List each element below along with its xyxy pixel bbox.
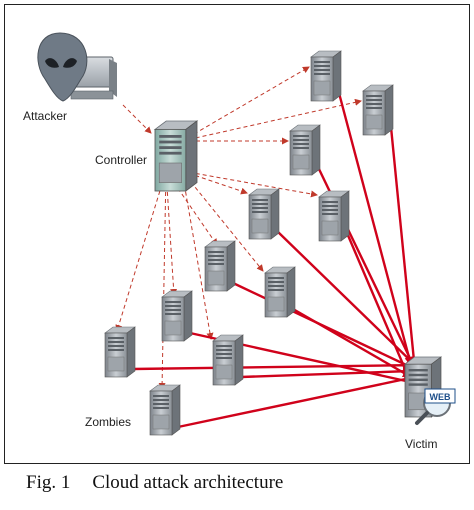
controller-node bbox=[153, 120, 199, 192]
figure-title: Cloud attack architecture bbox=[92, 472, 284, 493]
attack-edge-9 bbox=[132, 360, 420, 371]
command-edge-10 bbox=[181, 170, 214, 340]
zombie-node-1 bbox=[310, 50, 342, 102]
victim-label: Victim bbox=[405, 437, 438, 451]
zombie-node-3 bbox=[289, 124, 321, 176]
zombie-node-2 bbox=[362, 84, 394, 136]
zombie-node-7 bbox=[264, 266, 296, 318]
command-edge-attacker-controller bbox=[122, 104, 152, 134]
attack-diagram: WEB bbox=[37, 32, 456, 436]
command-edge-5 bbox=[181, 170, 248, 195]
zombie-node-9 bbox=[104, 326, 136, 378]
zombie-node-5 bbox=[248, 188, 280, 240]
attack-edge-1 bbox=[337, 92, 414, 366]
command-edge-11 bbox=[158, 170, 167, 390]
command-edge-4 bbox=[181, 170, 318, 198]
command-edge-7 bbox=[181, 170, 264, 272]
attack-edge-4 bbox=[345, 232, 413, 384]
command-edge-2 bbox=[181, 98, 362, 142]
zombie-node-10 bbox=[212, 334, 244, 386]
nodes-layer: WEB bbox=[37, 32, 456, 436]
command-edge-1 bbox=[181, 66, 310, 142]
controller-label: Controller bbox=[95, 153, 148, 167]
web-badge-label: WEB bbox=[430, 392, 451, 402]
figure-frame: WEB Attacker Controller Zombies Victim bbox=[4, 4, 470, 464]
attack-edge-5 bbox=[276, 230, 416, 366]
zombie-node-8 bbox=[161, 290, 193, 342]
attacker-label: Attacker bbox=[23, 109, 68, 123]
alien-head-icon bbox=[37, 32, 88, 102]
attack-edge-11 bbox=[177, 374, 416, 429]
attack-edge-10 bbox=[240, 366, 412, 379]
zombie-node-6 bbox=[204, 240, 236, 292]
figure-number: Fig. 1 bbox=[26, 472, 71, 493]
zombie-node-11 bbox=[149, 384, 181, 436]
figure-caption: Fig. 1 Cloud attack architecture bbox=[26, 472, 283, 494]
attack-edge-2 bbox=[389, 126, 419, 372]
web-magnifier-icon: WEB bbox=[415, 388, 456, 425]
zombie-node-4 bbox=[318, 190, 350, 242]
zombies-label: Zombies bbox=[85, 415, 132, 429]
attacker-node bbox=[37, 32, 117, 102]
command-edge-9 bbox=[115, 170, 167, 332]
